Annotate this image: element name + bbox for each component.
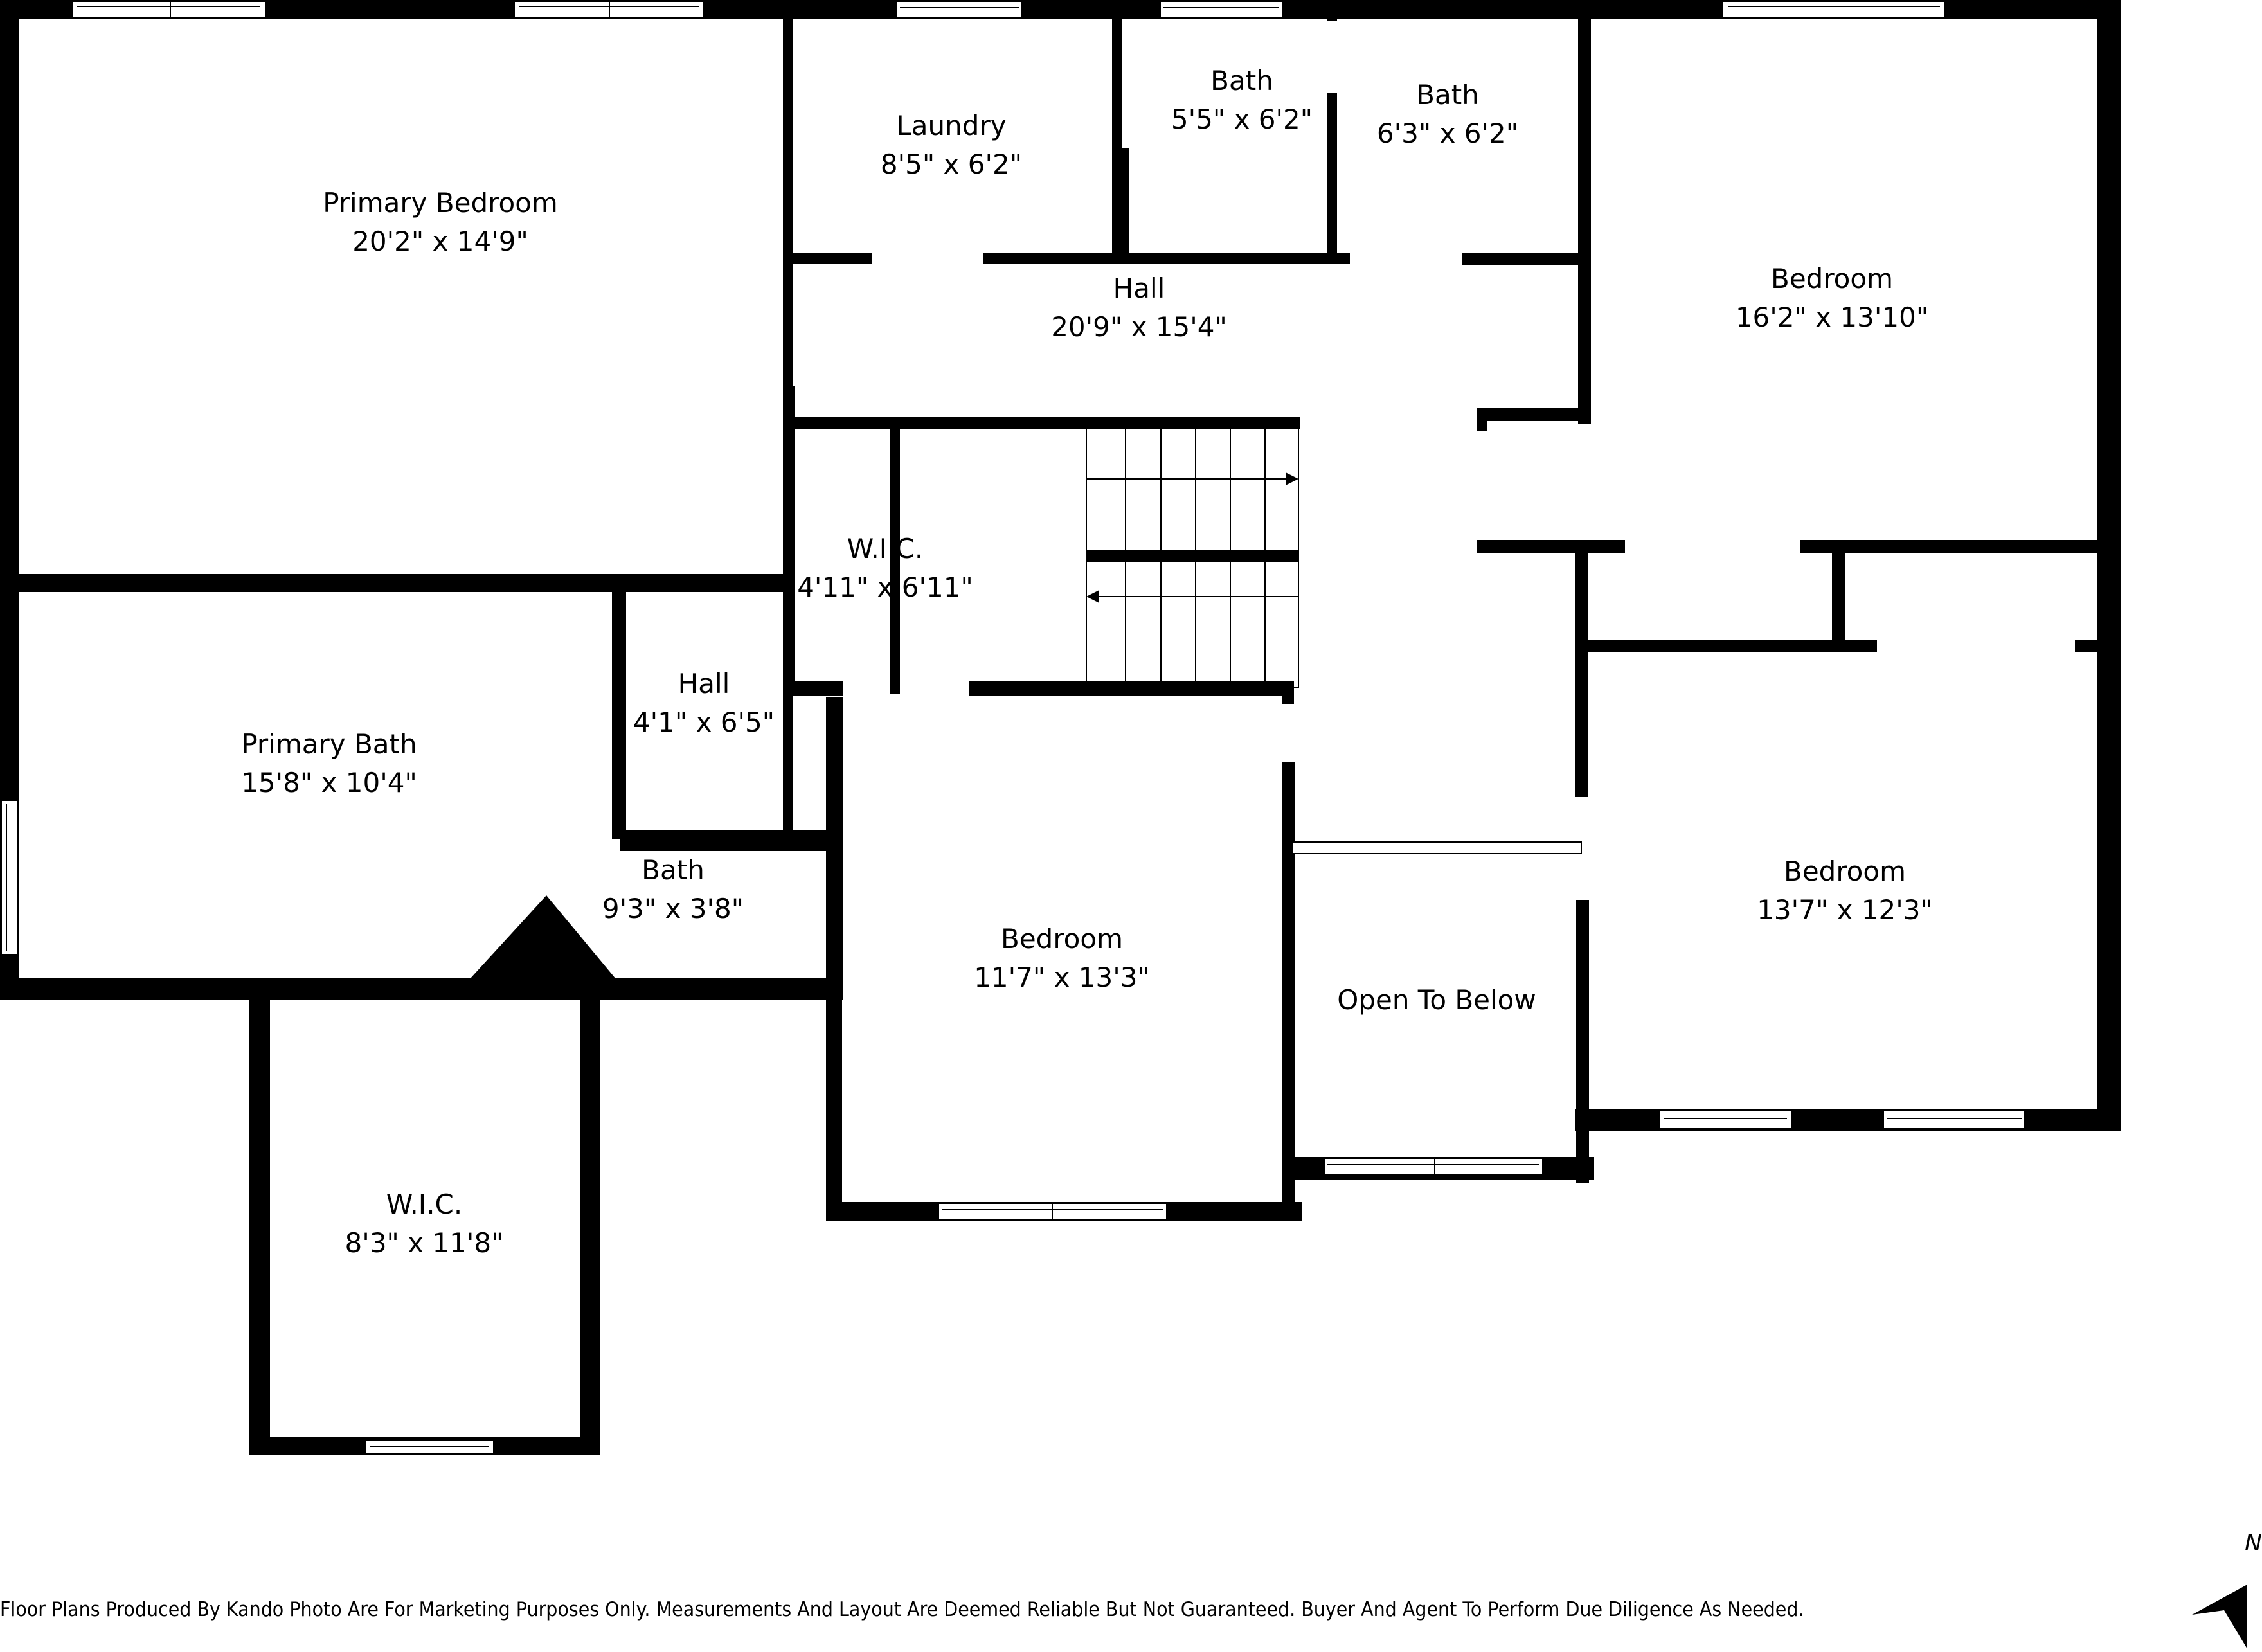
room-dims-bedroom-ne: 16'2" x 13'10" — [1736, 301, 1928, 333]
room-name-hall-small: Hall — [678, 668, 730, 699]
room-name-primary-bedroom: Primary Bedroom — [323, 187, 558, 219]
room-name-bath-1: Bath — [1210, 65, 1273, 96]
north-compass: N — [2186, 1530, 2262, 1649]
room-dims-laundry: 8'5" x 6'2" — [881, 148, 1022, 180]
room-labels: Primary Bedroom 20'2" x 14'9" Laundry 8'… — [241, 65, 1933, 1259]
room-dims-primary-bedroom: 20'2" x 14'9" — [352, 226, 528, 257]
room-name-laundry: Laundry — [896, 110, 1006, 141]
stair-arrows — [1086, 472, 1298, 603]
north-label: N — [2245, 1530, 2262, 1556]
room-name-wic-large: W.I.C. — [386, 1189, 462, 1220]
room-dims-bath-3: 9'3" x 3'8" — [602, 893, 744, 924]
room-dims-bath-2: 6'3" x 6'2" — [1377, 118, 1518, 149]
room-name-open-to-below: Open To Below — [1337, 984, 1536, 1016]
room-name-wic-small: W.I.C. — [847, 533, 923, 564]
room-name-hall-main: Hall — [1113, 273, 1165, 304]
room-name-primary-bath: Primary Bath — [241, 728, 417, 760]
stair-arrow-left-icon — [1086, 590, 1099, 603]
stair-arrow-right-icon — [1286, 472, 1298, 485]
disclaimer-text: Floor Plans Produced By Kando Photo Are … — [0, 1598, 1804, 1621]
room-dims-hall-main: 20'9" x 15'4" — [1051, 311, 1227, 343]
north-arrow-icon — [2192, 1585, 2247, 1649]
room-name-bedroom-se: Bedroom — [1784, 856, 1906, 887]
stairs — [1086, 424, 1299, 688]
room-dims-primary-bath: 15'8" x 10'4" — [241, 767, 417, 798]
room-dims-bedroom-center: 11'7" x 13'3" — [974, 962, 1150, 993]
room-dims-wic-large: 8'3" x 11'8" — [345, 1227, 504, 1259]
room-name-bath-2: Bath — [1416, 79, 1479, 111]
room-dims-wic-small: 4'11" x 6'11" — [797, 571, 973, 603]
room-name-bath-3: Bath — [642, 854, 705, 886]
windows — [1, 1, 2025, 1455]
room-dims-bath-1: 5'5" x 6'2" — [1171, 103, 1313, 135]
room-dims-hall-small: 4'1" x 6'5" — [633, 706, 775, 738]
room-name-bedroom-ne: Bedroom — [1771, 263, 1893, 294]
room-dims-bedroom-se: 13'7" x 12'3" — [1757, 894, 1933, 926]
walls — [0, 0, 2121, 1455]
room-name-bedroom-center: Bedroom — [1001, 923, 1123, 955]
